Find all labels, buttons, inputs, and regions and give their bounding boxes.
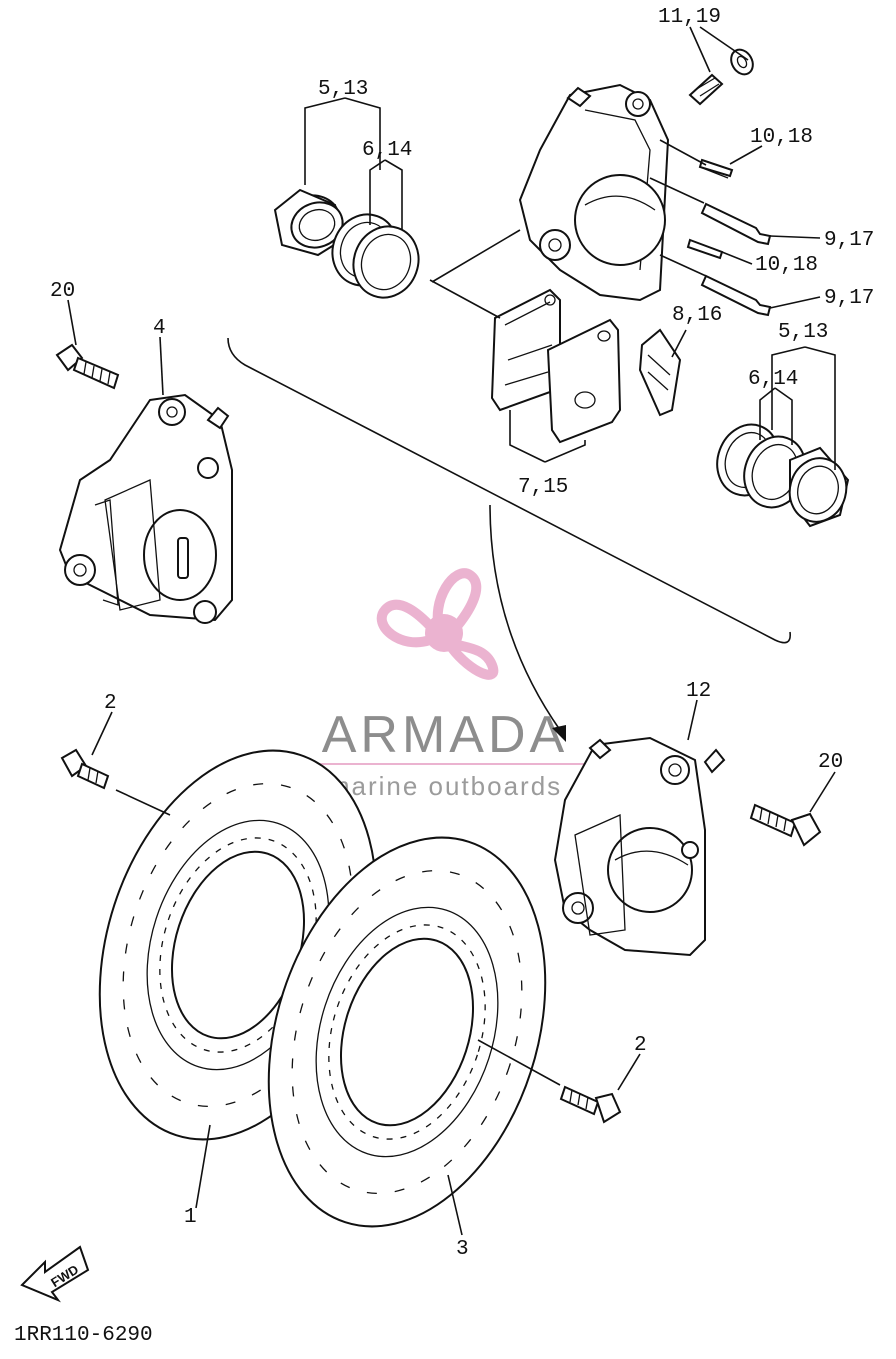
pad-shim-part bbox=[638, 328, 682, 417]
piston-top-part bbox=[273, 188, 344, 257]
bolt-right-20-part bbox=[749, 803, 822, 847]
callout-9-17-a: 9,17 bbox=[824, 229, 874, 252]
exploded-group-bracket bbox=[227, 337, 792, 644]
callout-20-right: 20 bbox=[818, 751, 843, 774]
callout-3: 3 bbox=[456, 1238, 469, 1261]
callout-10-18-a: 10,18 bbox=[750, 126, 813, 149]
diagram-code: 1RR110-6290 bbox=[14, 1324, 153, 1347]
callout-2-right: 2 bbox=[634, 1034, 647, 1057]
watermark-brand: ARMADA bbox=[322, 706, 568, 764]
callout-11-19: 11,19 bbox=[658, 6, 721, 29]
piston-right-part bbox=[788, 446, 850, 528]
callout-20-left: 20 bbox=[50, 280, 75, 303]
bolt-left-20-part bbox=[55, 343, 120, 390]
callout-5-13-top: 5,13 bbox=[318, 78, 368, 101]
callout-7-15: 7,15 bbox=[518, 476, 568, 499]
watermark-tagline: marine outboards bbox=[328, 771, 562, 801]
seal-piston-top-part bbox=[352, 225, 420, 299]
callout-1: 1 bbox=[184, 1206, 197, 1229]
caliper-left-part bbox=[58, 393, 233, 624]
callout-9-17-b: 9,17 bbox=[824, 287, 874, 310]
assembly-arrowhead bbox=[552, 725, 566, 742]
callout-4: 4 bbox=[153, 317, 166, 340]
callout-6-14-right: 6,14 bbox=[748, 368, 798, 391]
callout-10-18-b: 10,18 bbox=[755, 254, 818, 277]
callout-2-left: 2 bbox=[104, 692, 117, 715]
callout-6-14-top: 6,14 bbox=[362, 139, 412, 162]
fwd-arrow-icon: FWD bbox=[20, 1245, 90, 1303]
brake-pad-rear-part bbox=[546, 318, 622, 444]
brake-disc-right-part bbox=[267, 836, 547, 1228]
clip-upper-part bbox=[698, 158, 734, 179]
assembly-arrow bbox=[489, 504, 561, 731]
pad-pin-upper-part bbox=[700, 202, 772, 246]
clip-lower-part bbox=[686, 238, 724, 260]
bolt-disc-right-part bbox=[559, 1085, 622, 1124]
pad-pin-lower-part bbox=[700, 274, 772, 317]
callout-8-16: 8,16 bbox=[672, 304, 722, 327]
caliper-body-top-part bbox=[518, 83, 670, 302]
watermark-logo-icon bbox=[376, 568, 499, 680]
brake-pad-front-part bbox=[490, 288, 561, 412]
bolt-disc-left-part bbox=[60, 748, 110, 790]
callout-5-13-right: 5,13 bbox=[778, 321, 828, 344]
caliper-right-part bbox=[553, 736, 726, 957]
leader-lines bbox=[67, 26, 836, 1236]
bleed-screw-part bbox=[688, 48, 754, 106]
callout-12: 12 bbox=[686, 680, 711, 703]
